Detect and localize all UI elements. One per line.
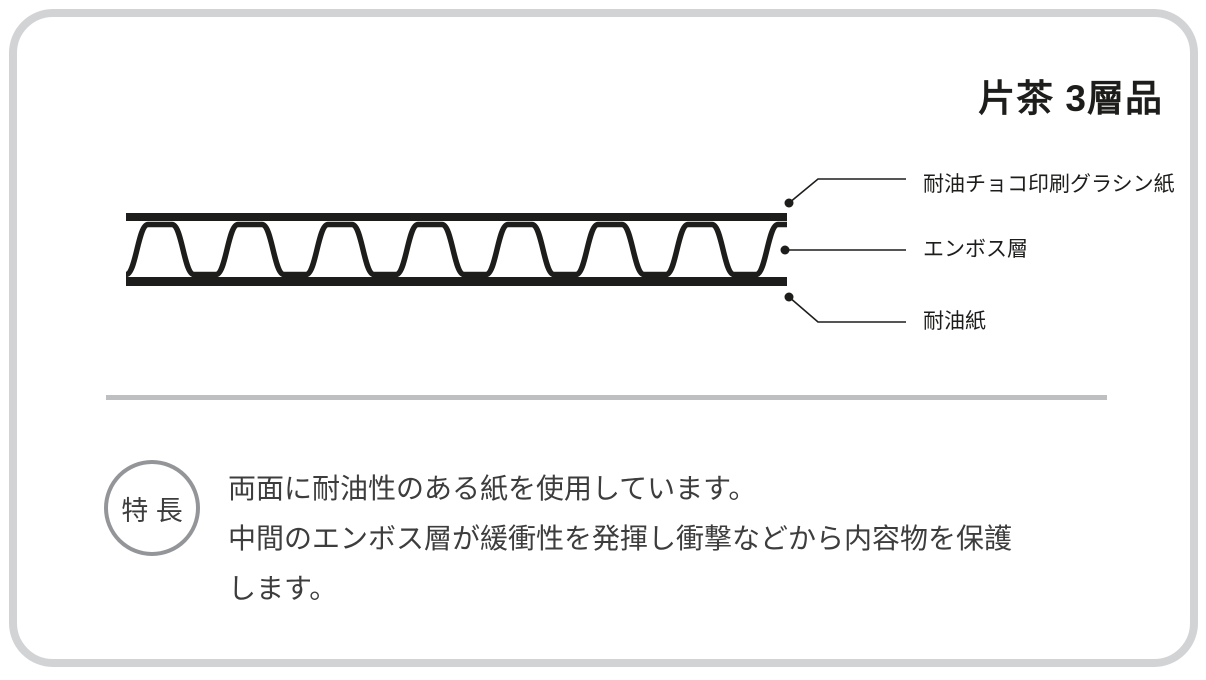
feature-description-line: 中間のエンボス層が緩衝性を発揮し衝撃などから内容物を保護: [228, 523, 1013, 554]
leader-dot-bottom: [784, 292, 794, 302]
bottom-liner-bar: [126, 277, 787, 286]
feature-description: 両面に耐油性のある紙を使用しています。 中間のエンボス層が緩衝性を発揮し衝撃など…: [228, 464, 1012, 614]
layer-structure-diagram: [124, 178, 906, 323]
section-divider: [106, 395, 1107, 400]
leader-dot-middle: [780, 245, 790, 255]
page-title: 片茶 3層品: [978, 78, 1163, 119]
top-liner-bar: [126, 213, 787, 221]
leader-line-bottom: [788, 296, 906, 323]
feature-badge-label: 特 長: [121, 495, 183, 526]
card-border: [9, 9, 1198, 667]
leader-line-top: [788, 178, 906, 204]
feature-description-line: します。: [228, 573, 338, 604]
feature-badge-circle: 特 長: [104, 460, 200, 556]
layer-label-greaseproof: 耐油紙: [923, 310, 986, 333]
layer-label-emboss: エンボス層: [923, 238, 1028, 261]
leader-dot-top: [784, 198, 794, 208]
feature-description-line: 両面に耐油性のある紙を使用しています。: [228, 473, 757, 504]
emboss-wave: [124, 221, 787, 278]
layer-label-glassine: 耐油チョコ印刷グラシン紙: [923, 173, 1175, 196]
